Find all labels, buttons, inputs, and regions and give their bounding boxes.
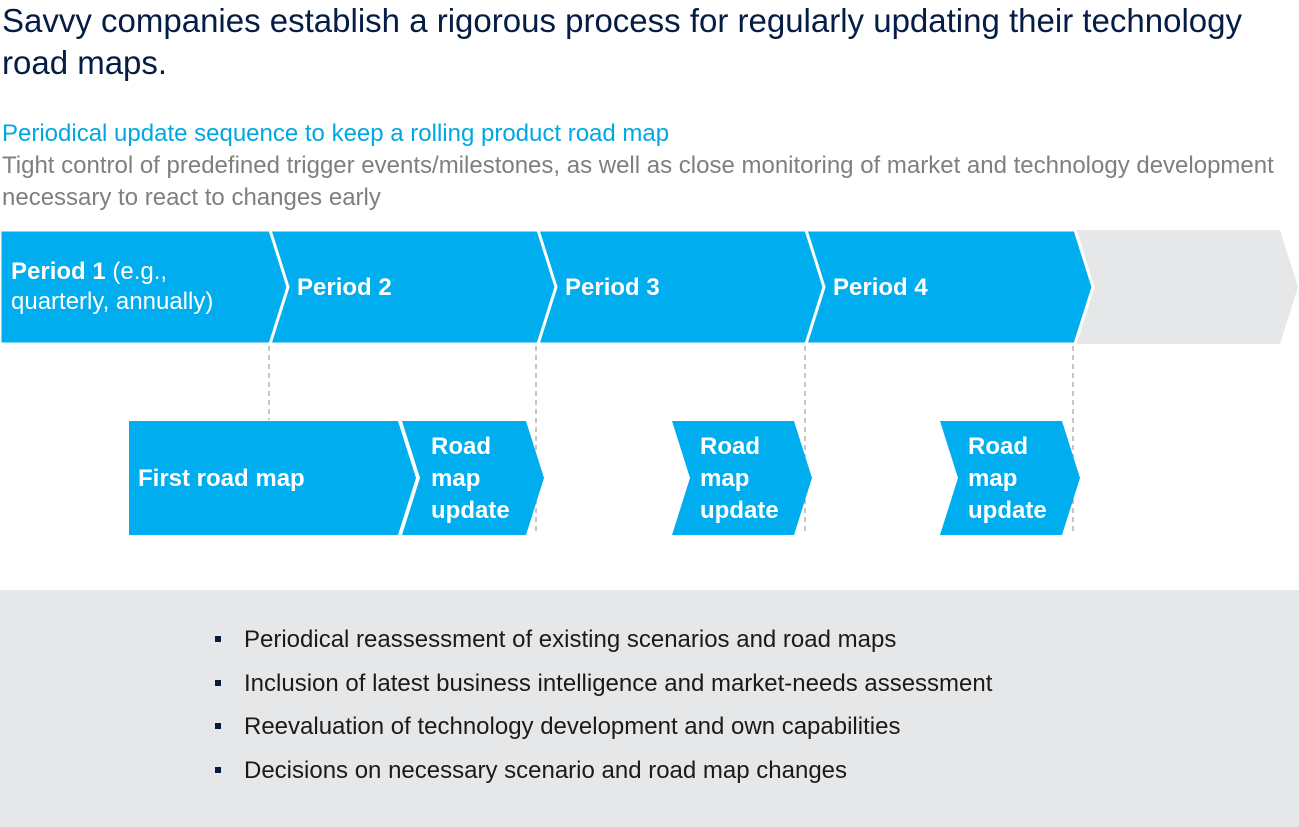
period-2-label: Period 2 — [297, 273, 392, 303]
list-item: Inclusion of latest business intelligenc… — [213, 669, 992, 699]
bullet-icon — [215, 636, 221, 642]
period-3-label: Period 3 — [565, 273, 660, 303]
page-title: Savvy companies establish a rigorous pro… — [2, 2, 1242, 81]
period-1-chevron — [0, 228, 290, 346]
first-road-map-shape — [129, 421, 416, 535]
period-2-name: Period 2 — [297, 274, 392, 301]
bullet-icon — [215, 723, 221, 729]
list-item: Reevaluation of technology development a… — [213, 712, 992, 742]
bullet-icon — [215, 766, 221, 773]
future-period-chevron — [1070, 230, 1298, 344]
period-4-name: Period 4 — [833, 274, 928, 301]
list-item: Decisions on necessary scenario and road… — [213, 756, 992, 786]
period-3-name: Period 3 — [565, 274, 660, 301]
activities-panel — [0, 590, 1299, 827]
list-item: Periodical reassessment of existing scen… — [213, 625, 992, 655]
period-1-name: Period 1 — [11, 258, 106, 285]
roadmap-diagram — [0, 228, 1298, 535]
activities-list: Periodical reassessment of existing scen… — [213, 625, 992, 799]
road-map-update-shape-1 — [402, 421, 544, 535]
first-road-map-label: First road map — [138, 465, 305, 492]
period-1-label: Period 1 (e.g., quarterly, annually) — [11, 257, 266, 317]
period-4-label: Period 4 — [833, 273, 928, 303]
diagram-description: Tight control of predefined trigger even… — [2, 152, 1274, 211]
period-1-note: (e.g., quarterly, annually) — [11, 258, 214, 315]
diagram-subtitle: Periodical update sequence to keep a rol… — [2, 120, 670, 147]
road-map-update-shape-2 — [672, 421, 812, 535]
road-map-update-shape-3 — [940, 421, 1080, 535]
bullet-icon — [215, 679, 221, 686]
